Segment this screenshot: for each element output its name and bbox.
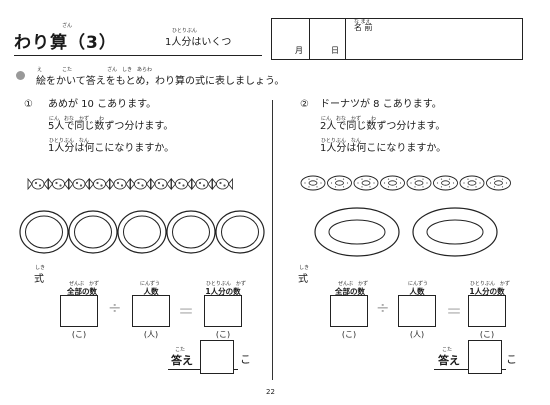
plate-icon <box>314 207 400 257</box>
problem2-number: ② <box>300 99 309 110</box>
candy-icon <box>171 177 192 191</box>
page-number: 22 <box>266 388 275 396</box>
problem1-ruby3: ひとりぶん なん <box>49 138 89 144</box>
candy-icon <box>68 177 90 191</box>
day-cell[interactable]: 日 <box>309 19 346 59</box>
problem2-line1: ドーナツが 8 こあります。 <box>320 99 442 110</box>
shiki-ruby-2: しき <box>299 265 310 271</box>
month-cell[interactable]: 月 <box>272 19 310 59</box>
candy-icon <box>109 177 131 191</box>
shiki-ruby-1: しき <box>35 265 46 271</box>
answer-box-2[interactable] <box>468 340 502 374</box>
day-label: 日 <box>331 46 339 55</box>
total-box-1[interactable] <box>60 295 98 327</box>
answer-unit-2: こ <box>506 353 517 366</box>
plate-icon <box>412 207 498 257</box>
donut-icon <box>327 175 352 191</box>
problem1-line1: あめが 10 こあります。 <box>48 99 157 110</box>
name-field[interactable] <box>345 19 522 59</box>
people-box-1[interactable] <box>132 295 170 327</box>
unit-ko-2a: (こ) <box>341 330 357 339</box>
total-ruby-1: ぜんぶ かず <box>69 281 100 287</box>
donut-icon <box>433 175 458 191</box>
answer-box-1[interactable] <box>200 340 234 374</box>
donut-icon <box>406 175 432 191</box>
unit-ko-1b: (こ) <box>215 330 231 339</box>
equals-sign-2: ＝ <box>446 302 463 321</box>
donut-icon <box>459 175 485 191</box>
answer-ruby-2: こた <box>442 347 453 353</box>
per-box-2[interactable] <box>468 295 506 327</box>
people-label-1: 人数 <box>143 287 159 296</box>
people-ruby-1: にんずう <box>140 281 161 287</box>
problem1-ruby2: にん おな かず わ <box>49 116 105 122</box>
column-divider <box>272 100 273 380</box>
donut-icon <box>486 175 511 191</box>
plate-icon <box>215 210 265 254</box>
plate-icon <box>68 210 118 254</box>
people-label-2: 人数 <box>409 287 425 296</box>
instruction-ruby: え こた ざん しき あらわ <box>37 67 153 73</box>
plate-icon <box>166 210 216 254</box>
per-box-1[interactable] <box>204 295 242 327</box>
per-ruby-2: ひとりぶん かず <box>470 281 510 287</box>
people-box-2[interactable] <box>398 295 436 327</box>
subtitle-ruby: ひとりぶん <box>172 28 197 34</box>
name-date-box: 月 日 名 前 な まえ <box>271 18 523 60</box>
candy-icon <box>27 177 49 191</box>
title-underline <box>14 55 262 56</box>
unit-nin-1: (人) <box>143 330 159 339</box>
problem2-ruby2: にん おな かず わ <box>321 116 377 122</box>
candy-icon <box>48 177 69 191</box>
problem2-line2: 2人で同じ数ずつ分けます。 <box>320 121 446 132</box>
problem1-line2: 5人で同じ数ずつ分けます。 <box>48 121 174 132</box>
candy-icon <box>191 177 213 191</box>
total-label-2: 全部の数 <box>335 287 365 296</box>
unit-ko-1a: (こ) <box>71 330 87 339</box>
candy-icon <box>150 177 172 191</box>
answer-label-2: 答え <box>438 354 460 367</box>
donut-icon <box>300 175 326 191</box>
bullet-icon <box>16 71 25 80</box>
page-title: わり算（3） <box>14 33 117 53</box>
per-label-2: 1人分の数 <box>469 287 505 296</box>
shiki-label-2: 式 <box>298 274 308 285</box>
candy-icon <box>212 177 233 191</box>
problem1-number: ① <box>24 99 33 110</box>
per-ruby-1: ひとりぶん かず <box>206 281 246 287</box>
unit-nin-2: (人) <box>409 330 425 339</box>
donut-icon <box>380 175 405 191</box>
donut-icon <box>353 175 379 191</box>
answer-label-1: 答え <box>171 354 193 367</box>
divide-sign-2: ÷ <box>376 298 390 317</box>
problem1-line3: 1人分は何こになりますか。 <box>48 143 175 154</box>
page-subtitle: 1人分はいくつ <box>165 37 232 48</box>
month-label: 月 <box>295 46 303 55</box>
answer-unit-1: こ <box>240 353 251 366</box>
unit-ko-2b: (こ) <box>479 330 495 339</box>
illustration-area <box>19 175 511 257</box>
problem2-line3: 1人分は何こになりますか。 <box>320 143 447 154</box>
name-label: 名 前 <box>354 23 373 32</box>
name-ruby: な まえ <box>354 19 371 25</box>
divide-sign-1: ÷ <box>108 298 122 317</box>
answer-ruby-1: こた <box>175 347 186 353</box>
problem2-ruby3: ひとりぶん なん <box>321 138 361 144</box>
candy-icon <box>89 177 110 191</box>
per-label-1: 1人分の数 <box>205 287 241 296</box>
total-label-1: 全部の数 <box>67 287 97 296</box>
shiki-label-1: 式 <box>34 274 44 285</box>
total-box-2[interactable] <box>330 295 368 327</box>
equals-sign-1: ＝ <box>178 302 195 321</box>
title-ruby: ざん <box>62 23 73 29</box>
instruction-text: 絵をかいて答えをもとめ，わり算の式に表しましょう。 <box>36 76 285 87</box>
plate-icon <box>117 210 167 254</box>
total-ruby-2: ぜんぶ かず <box>338 281 369 287</box>
plate-icon <box>19 210 69 254</box>
candy-icon <box>130 177 151 191</box>
people-ruby-2: にんずう <box>408 281 429 287</box>
